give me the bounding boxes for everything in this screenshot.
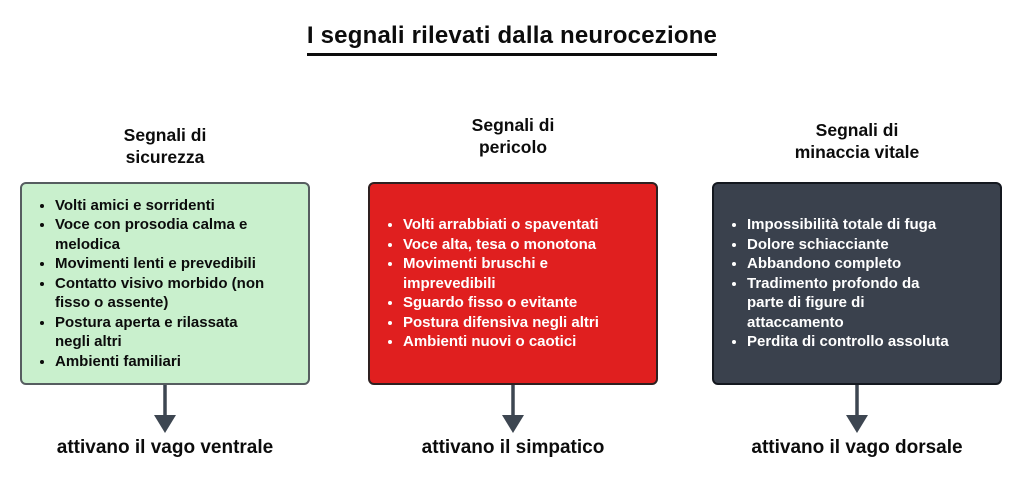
column-danger: Segnali di pericolo Volti arrabbiati o s…	[368, 0, 658, 459]
list-item: Movimenti bruschi e imprevedibili	[403, 254, 599, 293]
down-arrow-icon	[844, 385, 870, 433]
down-arrow-icon	[500, 385, 526, 433]
danger-bullet-list: Volti arrabbiati o spaventati Voce alta,…	[386, 215, 599, 352]
list-item: Movimenti lenti e prevedibili	[55, 254, 264, 274]
column-header-area: Segnali di pericolo	[368, 0, 658, 182]
list-item: Impossibilità totale di fuga	[747, 215, 949, 235]
title-area: I segnali rilevati dalla neurocezione	[0, 22, 1024, 56]
safety-bullet-list: Volti amici e sorridenti Voce con prosod…	[38, 196, 264, 372]
down-arrow-icon	[152, 385, 178, 433]
list-item: Volti amici e sorridenti	[55, 196, 264, 216]
page-title: I segnali rilevati dalla neurocezione	[306, 22, 718, 56]
column-safety: Segnali di sicurezza Volti amici e sorri…	[20, 0, 310, 459]
list-item: Dolore schiacciante	[747, 235, 949, 255]
column-threat: Segnali di minaccia vitale Impossibilità…	[712, 0, 1002, 459]
list-item: Tradimento profondo da parte di figure d…	[747, 274, 949, 333]
list-item: Voce alta, tesa o monotona	[403, 235, 599, 255]
list-item: Postura aperta e rilassata negli altri	[55, 313, 264, 352]
danger-signals-box: Volti arrabbiati o spaventati Voce alta,…	[368, 182, 658, 385]
list-item: Abbandono completo	[747, 254, 949, 274]
list-item: Ambienti familiari	[55, 352, 264, 372]
threat-column-header: Segnali di minaccia vitale	[794, 120, 920, 162]
list-item: Contatto visivo morbido (non fisso o ass…	[55, 274, 264, 313]
list-item: Sguardo fisso o evitante	[403, 293, 599, 313]
threat-bullet-list: Impossibilità totale di fuga Dolore schi…	[730, 215, 949, 352]
list-item: Perdita di controllo assoluta	[747, 332, 949, 352]
safety-signals-box: Volti amici e sorridenti Voce con prosod…	[20, 182, 310, 385]
column-header-area: Segnali di sicurezza	[20, 0, 310, 182]
danger-outcome-label: attivano il simpatico	[421, 437, 605, 458]
column-header-area: Segnali di minaccia vitale	[712, 0, 1002, 182]
safety-outcome-label: attivano il vago ventrale	[56, 437, 274, 458]
list-item: Postura difensiva negli altri	[403, 313, 599, 333]
threat-signals-box: Impossibilità totale di fuga Dolore schi…	[712, 182, 1002, 385]
list-item: Ambienti nuovi o caotici	[403, 332, 599, 352]
list-item: Voce con prosodia calma e melodica	[55, 215, 264, 254]
threat-outcome-label: attivano il vago dorsale	[751, 437, 963, 458]
safety-column-header: Segnali di sicurezza	[123, 125, 207, 167]
list-item: Volti arrabbiati o spaventati	[403, 215, 599, 235]
danger-column-header: Segnali di pericolo	[471, 115, 555, 157]
